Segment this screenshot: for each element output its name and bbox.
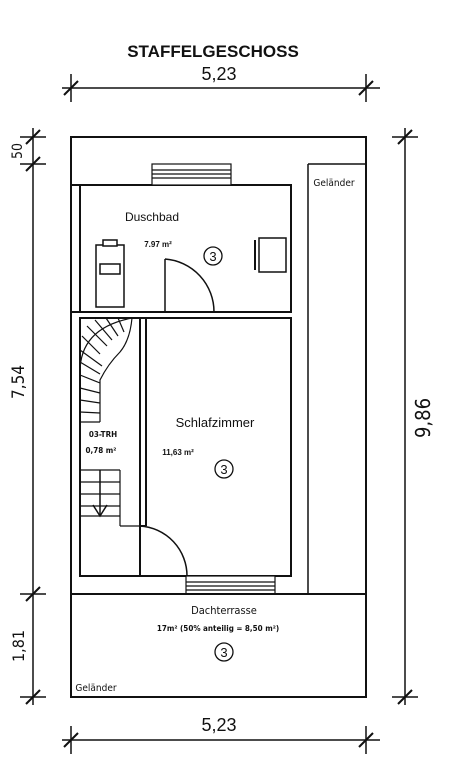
toilet-fixture	[258, 237, 287, 273]
terrace-name: Dachterrasse	[191, 604, 257, 617]
bedroom-door	[139, 525, 188, 577]
bottom-width-label: 5,23	[201, 715, 236, 735]
bedroom-number-circle	[214, 459, 234, 479]
window-top	[151, 163, 232, 186]
plan-title: STAFFELGESCHOSS	[127, 42, 299, 61]
terrace-number-circle	[214, 642, 234, 662]
stair-name: 03-TRH	[89, 430, 117, 439]
left-dimension	[20, 128, 46, 705]
left-top-label: 50	[10, 143, 26, 159]
bedroom-name: Schlafzimmer	[176, 415, 255, 430]
left-mid-label: 7,54	[9, 365, 29, 399]
bath-door	[164, 258, 215, 313]
railing-label-top: Geländer	[313, 178, 354, 189]
outer-boundary	[70, 136, 367, 698]
bath-number-circle	[203, 246, 223, 266]
terrace-area: 17m² (50% anteilig = 8,50 m²)	[157, 624, 279, 633]
bottom-dimension	[62, 726, 380, 754]
terrace-number: 3	[220, 645, 227, 660]
bath-name: Duschbad	[125, 210, 179, 224]
bedroom-number: 3	[220, 462, 227, 477]
staircase	[79, 317, 140, 527]
stair-area: 0,78 m²	[86, 446, 117, 455]
bath-area: 7.97 m²	[144, 240, 172, 249]
window-bottom	[185, 575, 276, 595]
shower-fixture	[95, 239, 125, 308]
right-dimension	[392, 128, 418, 705]
left-bottom-label: 1,81	[9, 630, 28, 662]
top-width-label: 5,23	[201, 64, 236, 84]
right-total-label: 9,86	[411, 398, 435, 438]
railing-label-bottom: Geländer	[75, 683, 116, 694]
bedroom-area: 11,63 m²	[162, 448, 194, 457]
top-dimension	[62, 74, 380, 102]
bath-number: 3	[209, 249, 216, 264]
